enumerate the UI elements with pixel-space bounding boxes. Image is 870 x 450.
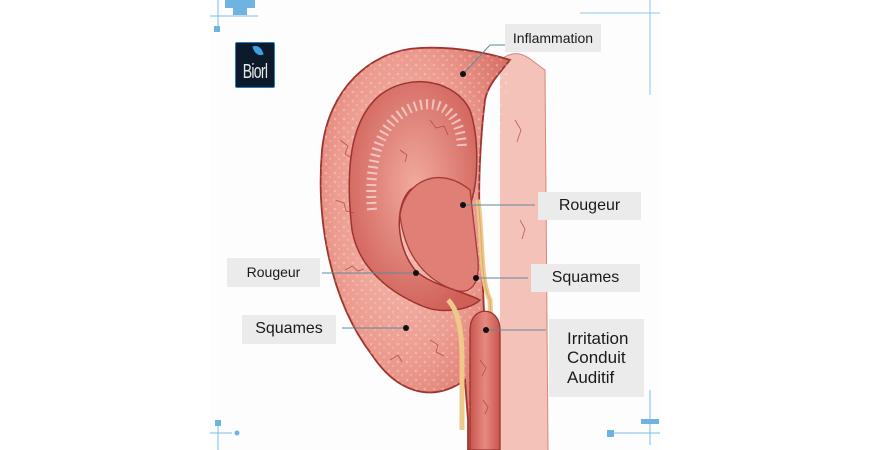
label-squames-right: Squames — [531, 264, 640, 292]
label-squames-left: Squames — [242, 315, 336, 344]
leader-lines — [322, 44, 546, 331]
drop-icon — [252, 43, 264, 58]
decor-bottom-left — [210, 420, 240, 450]
label-rougeur-right: Rougeur — [538, 192, 641, 220]
label-inflammation: Inflammation — [505, 24, 601, 52]
decor-top-left — [210, 0, 258, 32]
label-irritation-line3: Auditif — [567, 367, 615, 387]
decor-bottom-right — [607, 390, 660, 445]
marker-points — [403, 71, 489, 333]
label-irritation-line2: Conduit — [567, 348, 626, 368]
label-rougeur-left: Rougeur — [227, 258, 320, 287]
label-irritation-line1: Irritation — [567, 328, 629, 348]
label-irritation-conduit-auditif: Irritation Conduit Auditif — [549, 319, 644, 397]
biorl-logo: Biorl — [235, 42, 275, 88]
logo-text: Biorl — [242, 61, 268, 83]
decor-top-right — [580, 0, 660, 95]
